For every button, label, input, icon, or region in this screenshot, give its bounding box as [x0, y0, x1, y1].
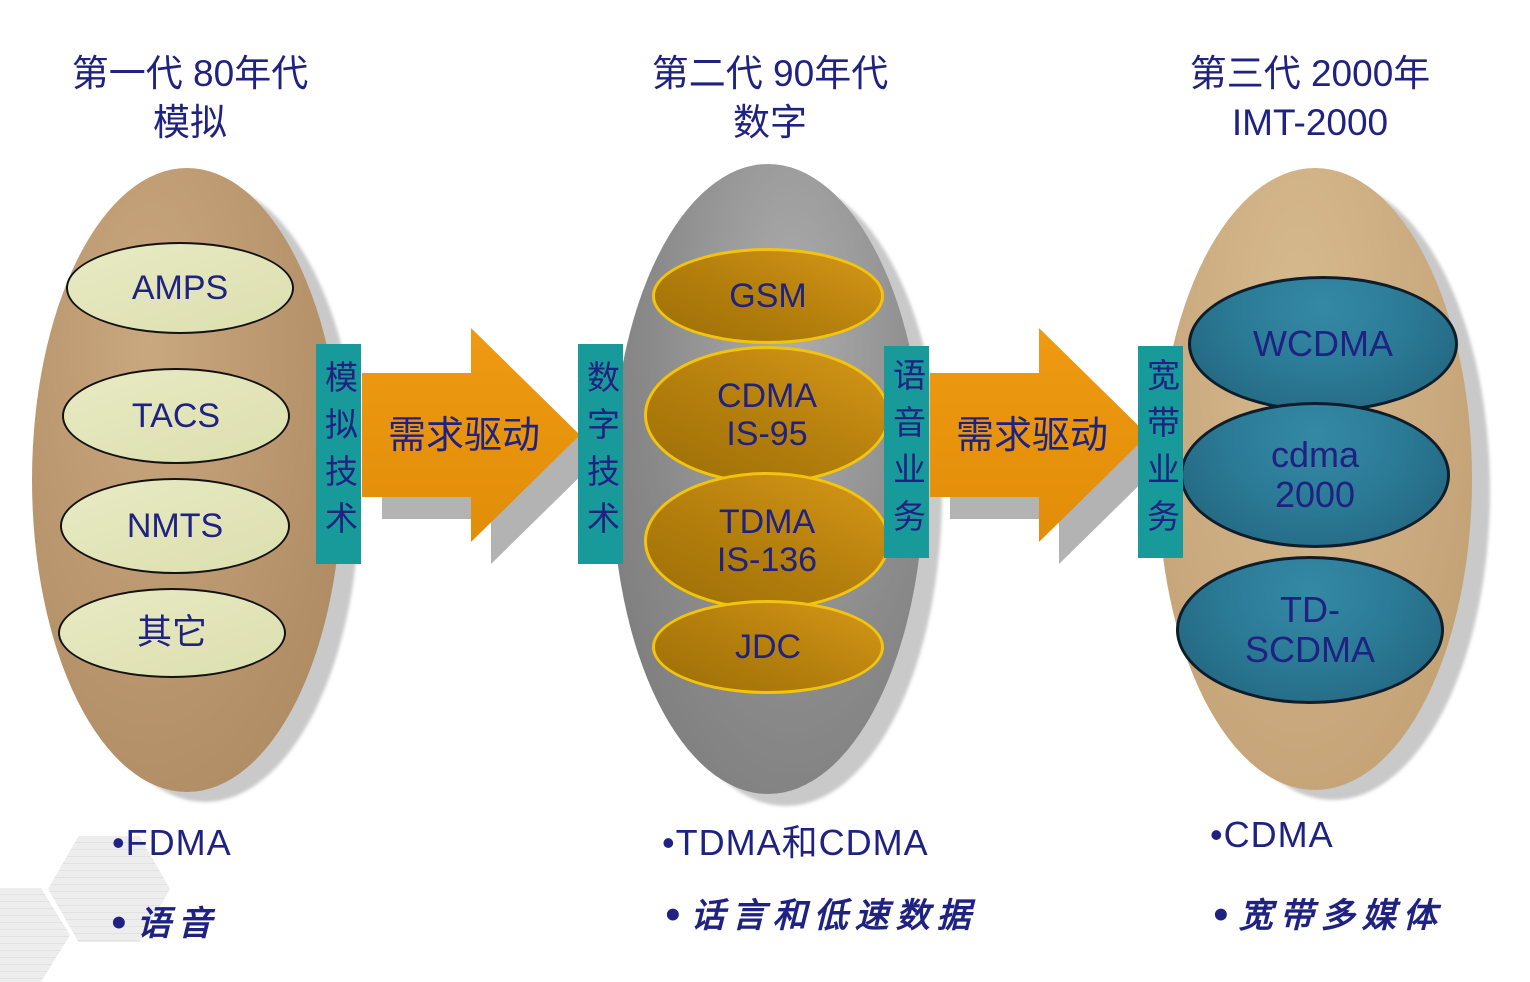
- item-nmts: NMTS: [60, 478, 290, 574]
- broadband-service-label: 宽带业务: [1138, 346, 1183, 558]
- item-wcdma: WCDMA: [1188, 276, 1458, 412]
- gen3-bullet-broadband-multimedia: •宽带多媒体: [1210, 896, 1444, 936]
- demand-driven-arrow-2: 需求驱动: [930, 328, 1168, 564]
- item-tdma-is136: TDMA IS-136: [644, 472, 890, 610]
- demand-driven-label-2: 需求驱动: [955, 415, 1108, 458]
- item-cdma-is95: CDMA IS-95: [644, 346, 890, 484]
- gen2-bullet-tdma-cdma: •TDMA和CDMA: [662, 822, 929, 863]
- generation2-title-line2: 数字: [733, 101, 807, 143]
- digital-technology-label: 数字技术: [578, 344, 623, 564]
- hexagon-decoration-icon: [48, 836, 170, 942]
- gen1-bullet-fdma: •FDMA: [112, 822, 232, 863]
- gen2-bullet-voice-lowspeed-data: •话言和低速数据: [662, 896, 978, 936]
- item-amps: AMPS: [66, 242, 294, 334]
- gen3-bullet-cdma: •CDMA: [1210, 814, 1334, 855]
- item-cdma2000: cdma 2000: [1180, 402, 1450, 548]
- voice-service-label: 语音业务: [884, 346, 929, 558]
- item-other: 其它: [58, 588, 286, 678]
- item-td-scdma: TD- SCDMA: [1176, 556, 1444, 704]
- analog-technology-label: 模拟技术: [316, 344, 361, 564]
- generation3-title-line1: 第三代 2000年: [1189, 53, 1431, 94]
- gen1-bullet-voice: •语音: [108, 904, 219, 944]
- item-tacs: TACS: [62, 368, 290, 464]
- generation2-title: 第二代 90年代 数字: [595, 50, 945, 148]
- generation1-title-line2: 模拟: [153, 101, 227, 143]
- generation3-title: 第三代 2000年 IMT-2000: [1135, 50, 1485, 148]
- generation1-title-line1: 第一代 80年代: [71, 53, 309, 94]
- generation1-title: 第一代 80年代 模拟: [20, 50, 360, 148]
- item-jdc: JDC: [652, 600, 884, 694]
- generation2-title-line1: 第二代 90年代: [651, 53, 889, 94]
- demand-driven-arrow-1: 需求驱动: [362, 328, 600, 564]
- demand-driven-label-1: 需求驱动: [387, 415, 540, 458]
- generation3-title-line2: IMT-2000: [1231, 101, 1389, 143]
- item-gsm: GSM: [652, 248, 884, 344]
